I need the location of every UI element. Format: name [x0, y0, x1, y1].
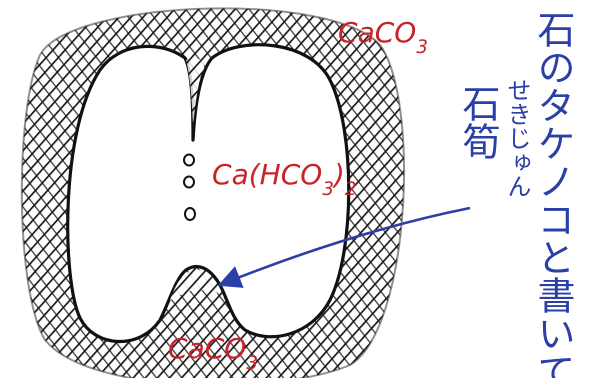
vertical-caption: 石のタケノコと書いて — [531, 10, 575, 378]
japanese-annotation: 石のタケノコと書いて せきじゅん 石筍 — [456, 10, 575, 378]
ruby-reading: せきじゅん — [503, 78, 531, 198]
stalagmite-term: 石筍 — [456, 84, 500, 160]
